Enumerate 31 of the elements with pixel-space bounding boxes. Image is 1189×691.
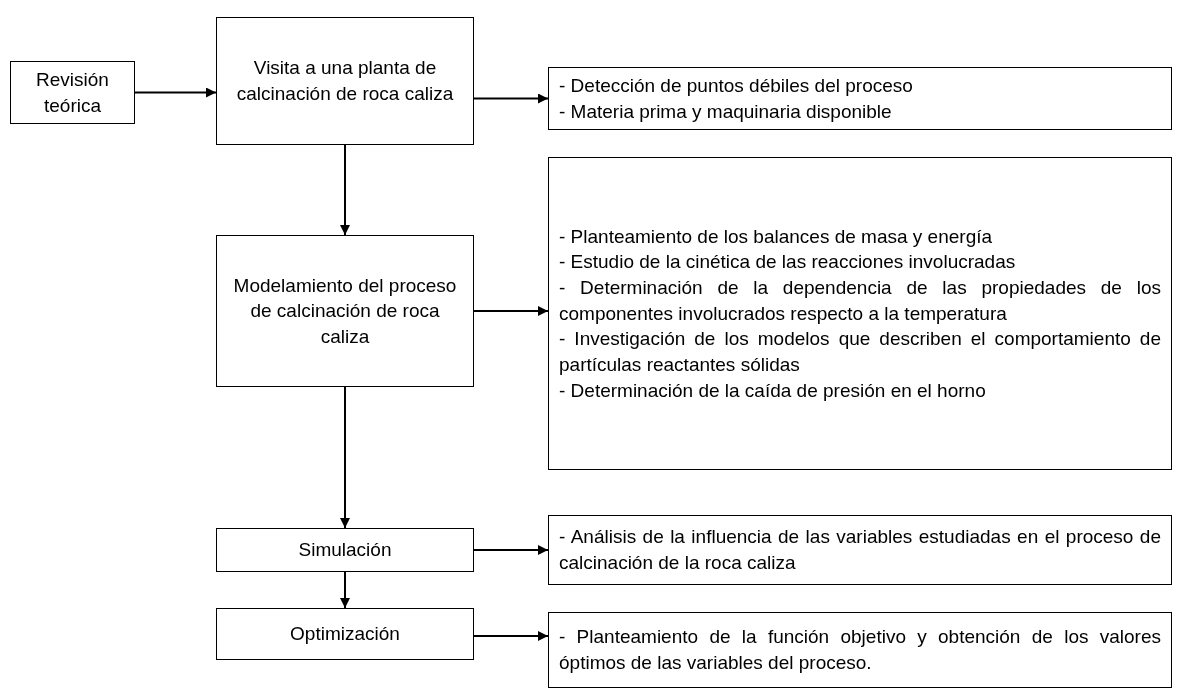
list-item: - Materia prima y maquinaria disponible <box>559 99 893 124</box>
arrow <box>340 386 350 529</box>
process-box <box>548 612 1172 688</box>
list-item: - Investigación de los modelos que describen el comportamiento de partículas reactantes sólidas <box>559 327 1161 377</box>
process-box <box>548 67 1172 130</box>
process-box <box>548 157 1172 470</box>
process-box <box>216 235 474 387</box>
process-box <box>10 61 135 124</box>
list-item: - Detección de puntos débiles del proceso <box>559 73 914 98</box>
box-label: Modelamiento del proceso de calcinación de roca caliza <box>232 273 458 349</box>
arrow <box>473 545 549 555</box>
arrow <box>340 571 350 609</box>
list-item: - Determinación de la caída de presión en el horno <box>559 378 987 403</box>
list-item: - Determinación de la dependencia de las propiedades de los componentes involucrados respecto a la temperatura <box>559 276 1161 326</box>
box-label: Visita a una planta de calcinación de roca caliza <box>235 56 455 106</box>
list-item: - Planteamiento de los balances de masa y energía <box>559 224 994 249</box>
box-label: Revisión teórica <box>35 67 110 118</box>
list-item: - Análisis de la influencia de las variables estudiadas en el proceso de calcinación de la roca caliza <box>559 525 1161 575</box>
arrow <box>473 93 549 104</box>
process-box <box>216 17 474 145</box>
process-box <box>216 528 474 572</box>
box-label: Simulación <box>298 538 392 563</box>
process-box <box>548 515 1172 585</box>
arrow <box>473 631 549 641</box>
arrow <box>340 144 350 236</box>
process-box <box>216 608 474 660</box>
box-label: Optimización <box>290 622 400 647</box>
arrow <box>473 306 549 316</box>
list-item: - Estudio de la cinética de las reacciones involucradas <box>559 250 1017 275</box>
arrow <box>134 87 217 98</box>
list-item: - Planteamiento de la función objetivo y obtención de los valores óptimos de las variables del proceso. <box>559 625 1161 675</box>
